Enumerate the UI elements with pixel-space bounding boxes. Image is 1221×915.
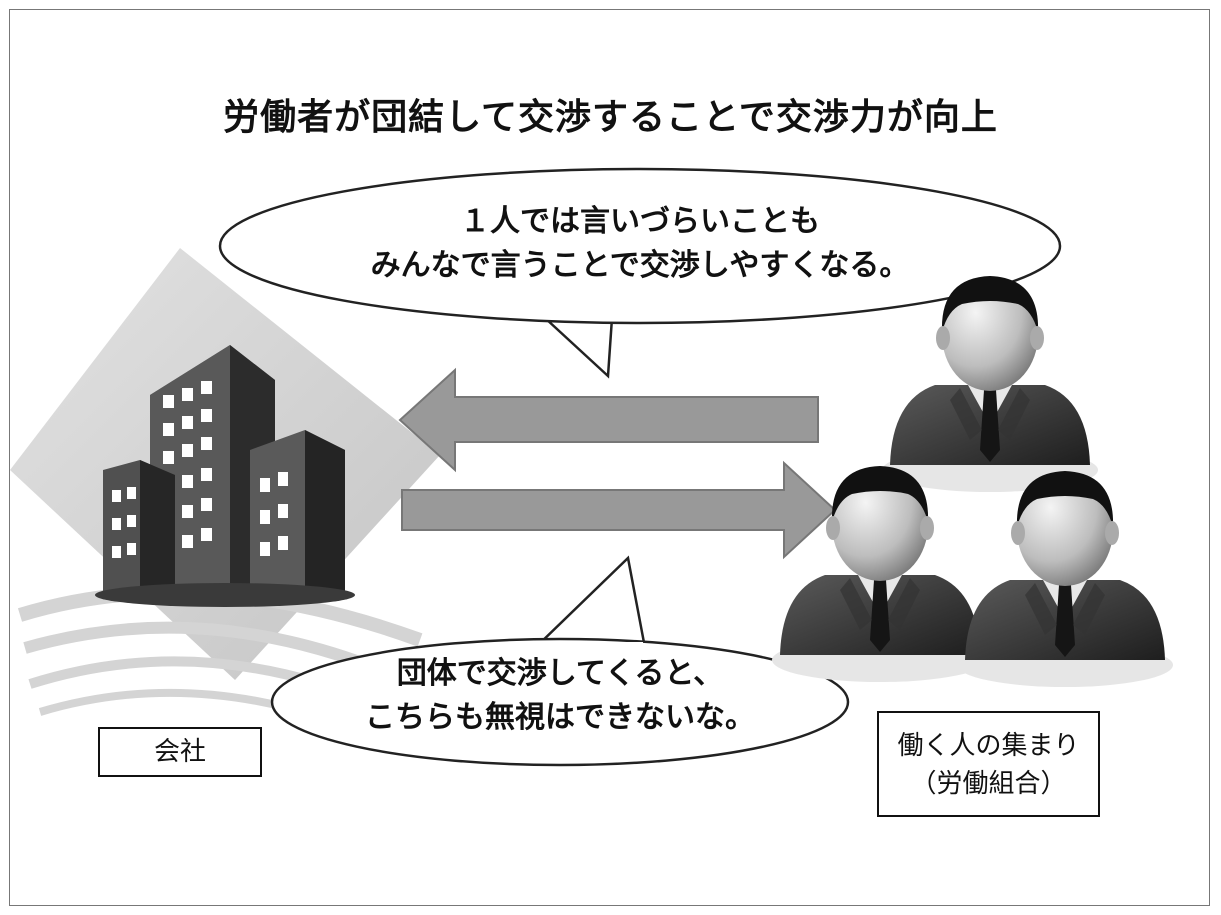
arrow-to-workers <box>401 460 837 560</box>
bottom-bubble-line2: こちらも無視はできないな。 <box>365 700 755 735</box>
top-speech-bubble <box>218 167 1062 379</box>
worker-person-icon <box>882 276 1098 492</box>
union-label-line2: （労働組合） <box>910 769 1067 799</box>
union-label-line1: 働く人の集まり <box>897 731 1080 761</box>
top-bubble-line1: １人では言いづらいことも <box>460 204 820 239</box>
arrow-to-company <box>398 367 819 473</box>
company-label: 会社 <box>153 737 206 767</box>
bottom-speech-bubble <box>270 555 850 767</box>
bottom-bubble-text: 団体で交渉してくると、 こちらも無視はできないな。 <box>280 652 840 740</box>
company-label-box: 会社 <box>98 727 262 777</box>
worker-person-icon <box>957 471 1173 687</box>
bottom-bubble-line1: 団体で交渉してくると、 <box>396 656 724 691</box>
building-icon <box>95 345 355 607</box>
slide-frame <box>9 9 1210 906</box>
top-bubble-text: １人では言いづらいことも みんなで言うことで交渉しやすくなる。 <box>250 200 1030 288</box>
page-title: 労働者が団結して交渉することで交渉力が向上 <box>223 97 998 138</box>
top-bubble-line2: みんなで言うことで交渉しやすくなる。 <box>370 248 910 283</box>
union-label-box: 働く人の集まり （労働組合） <box>877 711 1100 817</box>
